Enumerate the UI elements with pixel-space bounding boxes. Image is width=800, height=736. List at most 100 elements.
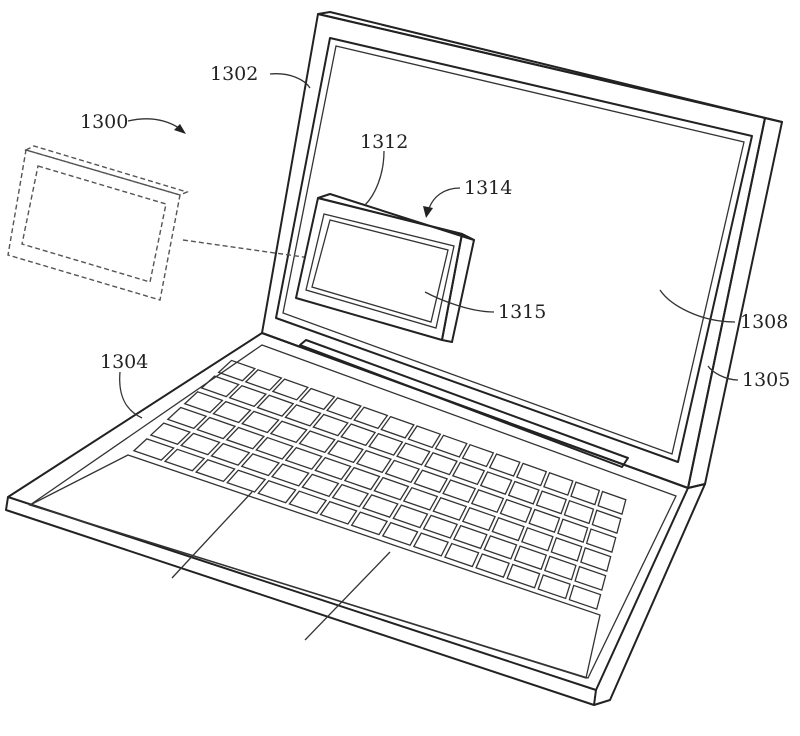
key (196, 416, 237, 440)
key (256, 394, 295, 417)
device-screen-inner (311, 219, 449, 323)
key (381, 521, 419, 547)
key (585, 528, 617, 553)
lid-edge (687, 117, 783, 489)
base-side-edge (593, 483, 706, 706)
key (343, 466, 381, 491)
external-device-ghost (7, 149, 181, 301)
leader-1312 (364, 150, 385, 206)
key (574, 565, 607, 591)
key (240, 453, 281, 477)
palmrest-area (28, 454, 601, 679)
key (507, 480, 540, 505)
keyboard (132, 359, 627, 610)
key (423, 451, 458, 476)
base-right-corner (687, 483, 706, 489)
leader-1300 (127, 118, 183, 131)
key (461, 506, 496, 532)
key (451, 461, 486, 486)
trackpad-divider-right (304, 551, 391, 641)
device-1312 (295, 197, 463, 341)
leader-1305 (707, 365, 739, 381)
label-1314: 1314 (464, 177, 512, 199)
key (475, 553, 510, 578)
key (491, 516, 525, 542)
key (550, 537, 583, 562)
key (331, 483, 370, 508)
key (488, 453, 521, 477)
key (179, 432, 221, 456)
key (325, 397, 362, 420)
key (402, 486, 439, 511)
key (149, 422, 192, 445)
trackpad-divider-left (171, 491, 253, 579)
key (580, 547, 612, 572)
key (407, 425, 442, 449)
external-device-ghost-edge (24, 145, 190, 196)
key (432, 496, 468, 521)
key (479, 471, 513, 495)
key (217, 359, 257, 382)
key (521, 526, 554, 552)
key (200, 375, 240, 398)
key (422, 514, 459, 539)
leader-1302 (269, 73, 311, 89)
leader-arrow-icon (423, 206, 433, 218)
key (355, 449, 392, 474)
key (543, 555, 577, 581)
key (288, 490, 328, 515)
base-top (7, 332, 689, 691)
key (314, 456, 352, 481)
key (226, 469, 267, 493)
key (301, 473, 340, 498)
key (483, 535, 518, 560)
key (442, 479, 477, 504)
key (543, 471, 574, 496)
base-front-edge (5, 496, 597, 706)
key (570, 481, 601, 506)
key (340, 423, 377, 447)
label-1305: 1305 (742, 369, 790, 391)
label-1300: 1300 (80, 111, 128, 133)
label-1315: 1315 (498, 301, 546, 323)
key (271, 378, 309, 401)
key (225, 426, 266, 450)
key (597, 490, 627, 515)
key (528, 508, 561, 534)
key (373, 476, 410, 501)
key (535, 490, 568, 515)
label-1302: 1302 (210, 63, 258, 85)
key (163, 448, 206, 472)
leader-1314 (427, 187, 461, 213)
key (557, 518, 589, 543)
device-top (317, 193, 475, 241)
key (434, 434, 468, 458)
key (319, 500, 358, 525)
key (257, 479, 297, 504)
external-device-ghost-screen (21, 165, 167, 283)
key (166, 406, 208, 430)
key (396, 442, 431, 466)
key (563, 499, 595, 525)
key (506, 563, 541, 589)
key (353, 406, 389, 430)
leader-1315 (424, 291, 495, 313)
key (591, 509, 622, 534)
key (515, 462, 548, 487)
key (183, 391, 224, 414)
key (312, 413, 349, 437)
key (412, 532, 450, 557)
key (470, 489, 505, 514)
key (270, 463, 310, 487)
key (327, 440, 364, 464)
display-inner-border (282, 45, 745, 455)
hinge (299, 339, 629, 468)
key (513, 545, 548, 571)
key (568, 584, 602, 610)
key (284, 404, 322, 427)
key (212, 400, 252, 424)
key (269, 420, 308, 444)
key (132, 438, 175, 461)
leader-arrow-icon (174, 124, 186, 134)
